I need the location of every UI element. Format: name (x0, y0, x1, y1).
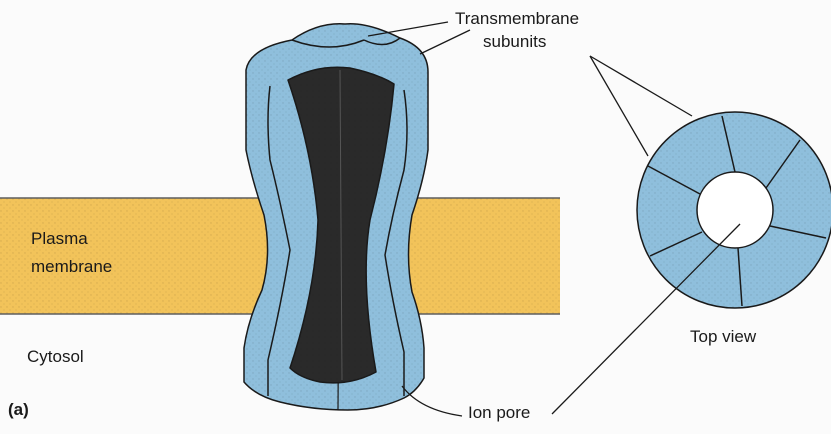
channel-side-view (244, 24, 428, 410)
label-plasma: Plasma (31, 229, 88, 249)
label-top-view: Top view (690, 327, 756, 347)
label-membrane: membrane (31, 257, 112, 277)
panel-label: (a) (8, 400, 29, 420)
leader-subunits-left (590, 56, 648, 156)
label-ion-pore: Ion pore (468, 403, 530, 423)
leader-subunits-top (590, 56, 692, 116)
top-view-pore (697, 172, 773, 248)
label-subunits: subunits (483, 32, 546, 52)
leader-transmembrane-2 (420, 30, 470, 54)
label-transmembrane: Transmembrane (455, 9, 579, 29)
channel-top-view (637, 112, 831, 308)
label-cytosol: Cytosol (27, 347, 84, 367)
